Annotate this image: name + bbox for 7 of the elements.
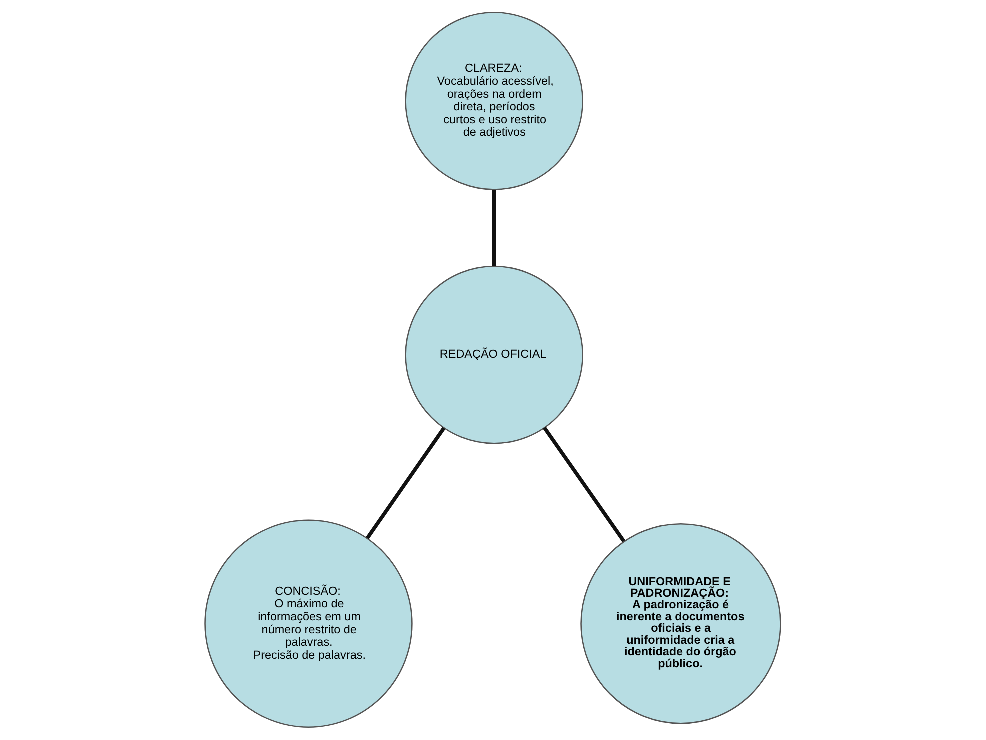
node-circle: REDAÇÃO OFICIAL: [405, 266, 584, 444]
node-circle: UNIFORMIDADE E PADRONIZAÇÃO: A padronização é inerente a documentos oficiais e a uniformidade cria a identidade do órgão público.: [580, 524, 782, 724]
connector: [543, 426, 626, 542]
connector: [366, 427, 446, 540]
node-circle: CLAREZA: Vocabulário acessível, orações na ordem direta, períodos curtos e uso restrito de adjetivos: [405, 12, 584, 190]
connector: [492, 190, 496, 266]
node-circle: CONCISÃO: O máximo de informações em um número restrito de palavras. Precisão de palavras.: [204, 520, 413, 728]
